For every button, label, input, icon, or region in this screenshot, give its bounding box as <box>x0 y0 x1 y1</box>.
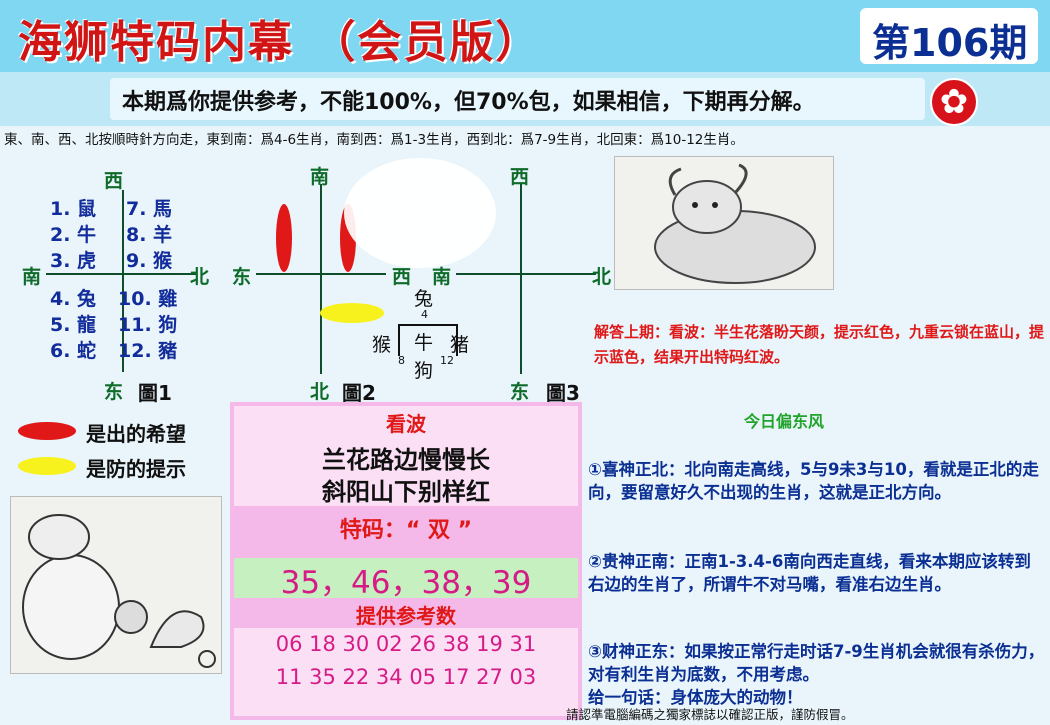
fig1-vertical-line <box>122 190 124 372</box>
reference-box <box>234 628 578 716</box>
fig1-left-label: 南 <box>22 266 42 288</box>
legend-red-swatch <box>18 422 76 440</box>
cartoon-bull-icon <box>654 163 816 284</box>
fig2-bottom-label: 北 <box>310 381 330 403</box>
fig1-horizontal-line <box>46 273 196 275</box>
fig1-top-label: 西 <box>104 170 124 192</box>
special-numbers: 35，46，38，39 <box>280 565 532 601</box>
cross-left-num: 8 <box>398 354 405 367</box>
blank-oval <box>344 158 496 268</box>
cross-top-num: 4 <box>421 308 428 321</box>
right-paragraph-2: ②贵神正南：正南1-3.4-6南向西走直线，看来本期应该转到右边的生肖了，所谓牛… <box>588 552 1031 594</box>
fig1-left-top-list: 1. 鼠 2. 牛 3. 虎 <box>50 196 96 274</box>
right-paragraph-4: 给一句话：身体庞大的动物！ <box>588 688 803 707</box>
kanbo-title: 看波 <box>386 412 426 436</box>
zodiac-item: 1. 鼠 <box>50 198 97 220</box>
fig3-caption: 圖3 <box>546 381 580 405</box>
fig3-top-label: 西 <box>510 166 530 188</box>
fig2-top-label: 南 <box>310 166 330 188</box>
hk-emblem-icon <box>930 78 978 126</box>
poem-line-1: 兰花路边慢慢长 <box>322 446 490 474</box>
zodiac-item: 11. 狗 <box>118 314 178 336</box>
fig2-vertical-line <box>320 184 322 374</box>
reference-title: 提供参考数 <box>356 604 456 628</box>
legend-yellow-text: 是防的提示 <box>86 457 186 481</box>
fig3-right-label: 北 <box>592 266 612 288</box>
zodiac-item: 3. 虎 <box>50 250 97 272</box>
poem-line-2: 斜阳山下别样红 <box>322 478 490 506</box>
direction-rule: 東、南、西、北按順時針方向走，東到南：爲4-6生肖，南到西：爲1-3生肖，西到北… <box>4 132 744 148</box>
zodiac-item: 8. 羊 <box>126 224 173 246</box>
fig1-right-label: 北 <box>190 266 210 288</box>
fig1-right-bottom-list: 10. 雞 11. 狗 12. 豬 <box>118 286 177 364</box>
yellow-hint-mark <box>320 303 384 323</box>
right-paragraph-3: ③财神正东：如果按正常行走时话7-9生肖机会就很有杀伤力，对有利生肖为底数，不用… <box>588 642 1045 684</box>
cross-bottom: 狗 <box>414 360 434 382</box>
zodiac-item: 9. 猴 <box>126 250 173 272</box>
zodiac-item: 12. 豬 <box>118 340 178 362</box>
wind-heading: 今日偏东风 <box>744 412 825 431</box>
fig1-right-top-list: 7. 馬 8. 羊 9. 猴 <box>126 196 172 274</box>
cross-right: 猪 <box>450 334 470 356</box>
banner-box <box>110 78 925 120</box>
fig3-left-label: 南 <box>432 266 452 288</box>
right-paragraph-1: ①喜神正北：北向南走高线，5与9未3与10，看就是正北的走向，要留意好久不出现的… <box>588 460 1039 502</box>
fig2-left-label: 东 <box>232 266 252 288</box>
bauhinia-icon: ✿ <box>939 82 969 122</box>
legend-red-text: 是出的希望 <box>86 422 186 446</box>
fig2-caption: 圖2 <box>342 381 376 405</box>
fig1-bottom-label: 东 <box>104 381 124 403</box>
fig3-vertical-line <box>520 184 522 374</box>
cross-right-num: 12 <box>440 354 454 367</box>
fig1-left-bottom-list: 4. 兔 5. 龍 6. 蛇 <box>50 286 96 364</box>
cartoon-bull-image <box>614 156 834 290</box>
issue-number: 第106期 <box>872 21 1028 65</box>
zodiac-item: 4. 兔 <box>50 288 97 310</box>
fig3-bottom-label: 东 <box>510 381 530 403</box>
numbers-box <box>234 558 578 598</box>
zodiac-item: 2. 牛 <box>50 224 97 246</box>
cartoon-animals-icon <box>22 514 216 668</box>
footer-note: 請認準電腦編碼之獨家標誌以確認正版，謹防假冒。 <box>566 707 854 722</box>
reference-row-1: 06 18 30 02 26 38 19 31 <box>275 632 537 656</box>
zodiac-item: 6. 蛇 <box>50 340 97 362</box>
cartoon-animals-image <box>10 496 222 674</box>
zodiac-item: 5. 龍 <box>50 314 97 336</box>
kanbo-box <box>234 406 578 506</box>
red-hint-mark <box>276 204 292 272</box>
zodiac-item: 7. 馬 <box>126 198 173 220</box>
fig2-horizontal-line <box>256 273 386 275</box>
reference-row-2: 11 35 22 34 05 17 27 03 <box>275 665 537 689</box>
cross-top: 兔 <box>414 288 434 310</box>
issue-box <box>860 8 1038 64</box>
fig3-horizontal-line <box>456 273 596 275</box>
fig1-caption: 圖1 <box>138 381 172 405</box>
tema-text: 特码：“ 双 ” <box>339 518 473 543</box>
answer-last-issue: 解答上期：看波：半生花落盼天颜，提示红色，九重云锁在蓝山，提示蓝色，结果开出特码… <box>594 323 1045 366</box>
banner-text: 本期爲你提供参考，不能100%，但70%包，如果相信，下期再分解。 <box>122 90 815 115</box>
cross-left: 猴 <box>372 334 392 356</box>
legend-yellow-swatch <box>18 457 76 475</box>
page-title: 海狮特码内幕 （会员版） <box>18 17 542 68</box>
cross-center: 牛 <box>414 332 434 354</box>
fig2-right-label: 西 <box>392 266 412 288</box>
cross-box <box>398 324 458 356</box>
zodiac-item: 10. 雞 <box>118 288 178 310</box>
